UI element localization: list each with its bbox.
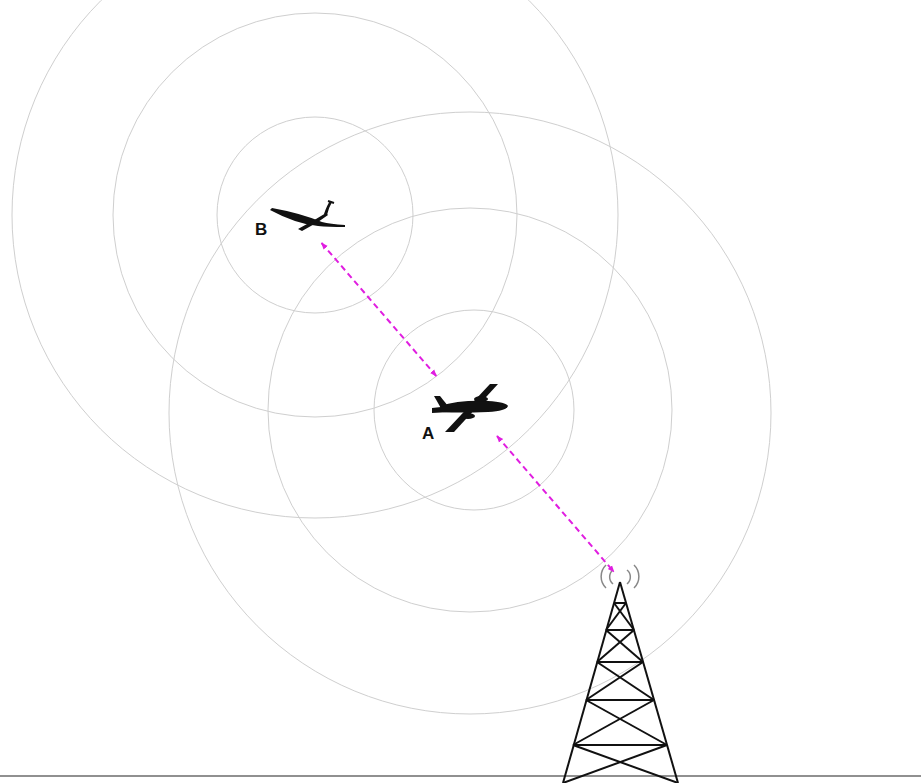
range-circles <box>12 0 771 714</box>
aircraft: A <box>418 376 514 445</box>
aircraft: B <box>250 193 350 243</box>
signal-arrow <box>322 243 437 376</box>
signal-arrow <box>497 436 614 572</box>
radio-waves <box>601 565 639 588</box>
radio-tower <box>563 582 678 783</box>
aircraft-label: A <box>422 425 434 442</box>
ground-line <box>0 775 921 776</box>
aircraft-label: B <box>255 221 267 238</box>
